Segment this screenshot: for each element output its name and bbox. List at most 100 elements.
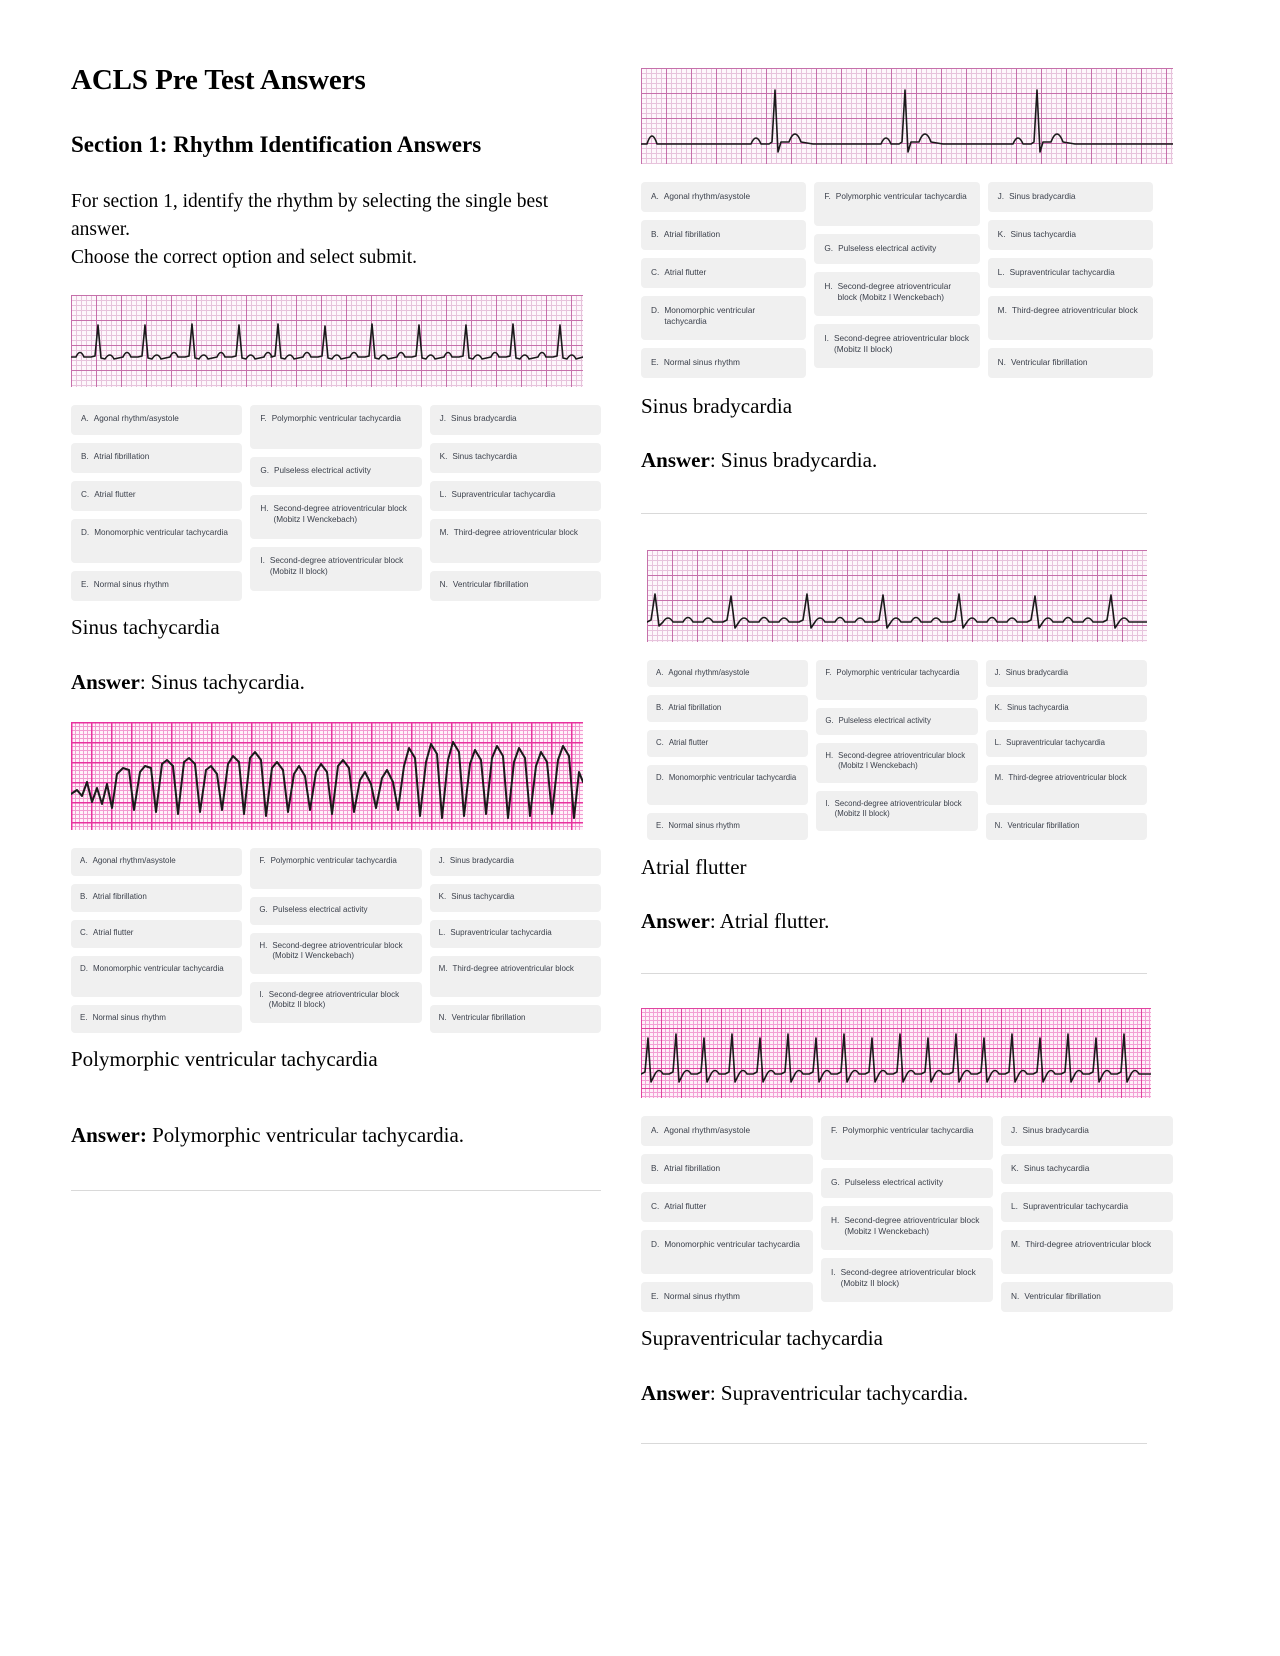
option-g[interactable]: G.Pulseless electrical activity [250,896,422,925]
option-g[interactable]: G.Pulseless electrical activity [821,1168,993,1199]
option-g[interactable]: G.Pulseless electrical activity [250,457,422,488]
option-label: Third-degree atrioventricular block [1025,1239,1152,1250]
option-n[interactable]: N.Ventricular fibrillation [429,1004,601,1033]
option-c[interactable]: C.Atrial flutter [641,1192,813,1223]
option-letter: L. [1011,1201,1018,1212]
rhythm-name-q1: Sinus tachycardia [71,615,220,640]
option-g[interactable]: G.Pulseless electrical activity [816,707,978,735]
option-letter: B. [651,1163,659,1174]
option-m[interactable]: M.Third-degree atrioventricular block [429,519,601,564]
option-c[interactable]: C.Atrial flutter [641,258,807,288]
option-j[interactable]: J.Sinus bradycardia [985,659,1147,687]
option-a[interactable]: A.Agonal rhythm/asystole [71,405,243,436]
option-j[interactable]: J.Sinus bradycardia [1001,1116,1173,1147]
option-letter: L. [994,737,1002,747]
option-letter: E. [651,1291,659,1302]
option-n[interactable]: N.Ventricular fibrillation [1001,1282,1173,1313]
option-e[interactable]: E.Normal sinus rhythm [647,812,809,840]
option-g[interactable]: G.Pulseless electrical activity [814,234,980,264]
rhythm-name-q5: Supraventricular tachycardia [641,1326,883,1351]
option-k[interactable]: K.Sinus tachycardia [985,694,1147,722]
option-label: Monomorphic ventricular tachycardia [93,963,224,973]
option-letter: G. [824,243,834,253]
option-l[interactable]: L. Supraventricular tachycardia [985,729,1147,757]
option-l[interactable]: L.Supraventricular tachycardia [429,919,601,948]
option-i[interactable]: I.Second-degree atrioventricular block (… [816,790,978,831]
option-letter: K. [438,891,447,901]
option-b[interactable]: B.Atrial fibrillation [641,1154,813,1185]
option-c[interactable]: C.Atrial flutter [71,919,243,948]
option-b[interactable]: B.Atrial fibrillation [71,443,243,474]
option-d[interactable]: D.Monomorphic ventricular tachycardia [641,296,807,340]
option-letter: N. [438,1012,447,1022]
option-f[interactable]: F.Polymorphic ventricular tachycardia [816,659,978,700]
option-a[interactable]: A.Agonal rhythm/asystole [71,847,243,876]
option-h[interactable]: H.Second-degree atrioventricular block (… [250,495,422,540]
option-letter: C. [651,267,660,277]
option-m[interactable]: M.Third-degree atrioventricular block [987,296,1153,340]
option-m[interactable]: M.Third-degree atrioventricular block [985,764,1147,805]
option-e[interactable]: E.Normal sinus rhythm [71,1004,243,1033]
option-a[interactable]: A.Agonal rhythm/asystole [647,659,809,687]
option-h[interactable]: H.Second-degree atrioventricular block (… [821,1206,993,1251]
option-i[interactable]: I.Second-degree atrioventricular block (… [250,547,422,592]
option-c[interactable]: C.Atrial flutter [647,729,809,757]
option-a[interactable]: A.Agonal rhythm/asystole [641,182,807,212]
option-letter: D. [656,772,664,782]
option-j[interactable]: J.Sinus bradycardia [987,182,1153,212]
option-e[interactable]: E.Normal sinus rhythm [641,1282,813,1313]
option-c[interactable]: C.Atrial flutter [71,481,243,512]
section-divider [641,1443,1147,1445]
option-b[interactable]: B.Atrial fibrillation [71,883,243,912]
option-e[interactable]: E.Normal sinus rhythm [71,571,243,602]
answer-separator: : [139,669,151,694]
option-letter: D. [651,1239,660,1250]
option-k[interactable]: K.Sinus tachycardia [429,443,601,474]
option-b[interactable]: B.Atrial fibrillation [647,694,809,722]
option-letter: B. [80,891,88,901]
option-letter: I. [259,989,264,999]
option-i[interactable]: I.Second-degree atrioventricular block (… [814,324,980,368]
options-column-2: F.Polymorphic ventricular tachycardia G.… [816,659,978,840]
option-f[interactable]: F.Polymorphic ventricular tachycardia [821,1116,993,1161]
option-i[interactable]: I.Second-degree atrioventricular block (… [250,981,422,1023]
option-m[interactable]: M.Third-degree atrioventricular block [1001,1230,1173,1275]
option-h[interactable]: H.Second-degree atrioventricular block (… [816,742,978,783]
option-j[interactable]: J.Sinus bradycardia [429,847,601,876]
option-n[interactable]: N.Ventricular fibrillation [987,348,1153,378]
option-n[interactable]: N.Ventricular fibrillation [429,571,601,602]
option-d[interactable]: D.Monomorphic ventricular tachycardia [647,764,809,805]
right-column: A.Agonal rhythm/asystole B.Atrial fibril… [641,0,1173,1656]
option-f[interactable]: F.Polymorphic ventricular tachycardia [250,847,422,889]
option-n[interactable]: N.Ventricular fibrillation [985,812,1147,840]
answer-lead: Answer [641,448,710,473]
option-e[interactable]: E.Normal sinus rhythm [641,348,807,378]
option-l[interactable]: L.Supraventricular tachycardia [429,481,601,512]
option-l[interactable]: L.Supraventricular tachycardia [987,258,1153,288]
option-i[interactable]: I.Second-degree atrioventricular block (… [821,1258,993,1303]
option-h[interactable]: H.Second-degree atrioventricular block (… [250,932,422,974]
option-d[interactable]: D.Monomorphic ventricular tachycardia [71,955,243,997]
option-k[interactable]: K.Sinus tachycardia [429,883,601,912]
option-h[interactable]: H.Second-degree atrioventricular block (… [814,272,980,316]
option-k[interactable]: K.Sinus tachycardia [1001,1154,1173,1185]
options-column-2: F.Polymorphic ventricular tachycardia G.… [821,1116,993,1312]
option-f[interactable]: F.Polymorphic ventricular tachycardia [814,182,980,226]
option-j[interactable]: J.Sinus bradycardia [429,405,601,436]
option-label: Polymorphic ventricular tachycardia [836,667,960,677]
answer-options-grid-q3: A.Agonal rhythm/asystole B.Atrial fibril… [641,182,1153,378]
option-letter: M. [439,528,449,538]
option-a[interactable]: A.Agonal rhythm/asystole [641,1116,813,1147]
section-divider [641,512,1147,514]
option-f[interactable]: F.Polymorphic ventricular tachycardia [250,405,422,450]
option-label: Supraventricular tachycardia [1006,737,1105,747]
option-m[interactable]: M.Third-degree atrioventricular block [429,955,601,997]
option-d[interactable]: D.Monomorphic ventricular tachycardia [641,1230,813,1275]
option-label: Sinus tachycardia [1007,702,1069,712]
option-l[interactable]: L.Supraventricular tachycardia [1001,1192,1173,1223]
answer-q1: Answer: Sinus tachycardia. [71,668,601,696]
option-k[interactable]: K.Sinus tachycardia [987,220,1153,250]
option-letter: H. [260,504,269,514]
option-b[interactable]: B.Atrial fibrillation [641,220,807,250]
option-d[interactable]: D.Monomorphic ventricular tachycardia [71,519,243,564]
